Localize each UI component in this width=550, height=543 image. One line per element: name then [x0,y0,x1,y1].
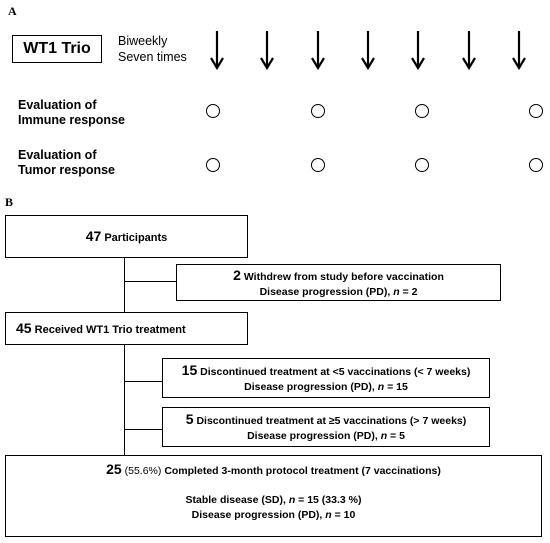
tumor-row-line-1: Evaluation of [18,148,97,162]
dose-arrow-icon [511,31,526,70]
immune-row-label: Evaluation of Immune response [18,98,125,128]
regimen-label: WT1 Trio [23,40,91,57]
discontinued-lt5-label: Discontinued treatment at <5 vaccination… [200,366,471,378]
regimen-box: WT1 Trio [12,35,102,63]
schedule-line-1: Biweekly [118,34,168,48]
tumor-row-label: Evaluation of Tumor response [18,148,115,178]
completed-sd-line: Stable disease (SD), n = 15 (33.3 %) [185,494,362,506]
completed-box: 25 (55.6%) Completed 3-month protocol tr… [5,455,542,537]
flow-connector [124,281,176,282]
completed-pd-line: Disease progression (PD), n = 10 [191,509,356,521]
tumor-eval-circle [311,158,325,172]
flow-connector [124,381,162,382]
tumor-eval-circle [529,158,543,172]
participants-box: 47 Participants [5,215,248,258]
received-box: 45 Received WT1 Trio treatment [5,312,248,345]
schedule-line-2: Seven times [118,50,187,64]
participants-label: Participants [104,232,168,244]
completed-percent: (55.6%) [124,465,162,477]
immune-eval-circle [311,104,325,118]
discontinued-ge5-box: 5 Discontinued treatment at ≥5 vaccinati… [162,407,490,447]
discontinued-lt5-box: 15 Discontinued treatment at <5 vaccinat… [162,358,490,398]
flow-connector [124,429,162,430]
discontinued-ge5-label: Discontinued treatment at ≥5 vaccination… [196,415,467,427]
dose-arrow-icon [461,31,476,70]
received-count: 45 [16,320,32,336]
panel-a-label: A [8,4,17,18]
flow-connector [124,345,125,455]
withdrew-detail: Disease progression (PD), n = 2 [259,286,418,298]
withdrew-box: 2 Withdrew from study before vaccination… [176,264,501,301]
immune-eval-circle [415,104,429,118]
participants-count: 47 [85,228,102,244]
schedule-text: Biweekly Seven times [118,33,187,65]
flow-connector [124,258,125,312]
dose-arrow-icon [310,31,325,70]
tumor-eval-circle [206,158,220,172]
tumor-row-line-2: Tumor response [18,163,116,177]
immune-row-line-2: Immune response [18,113,125,127]
discontinued-ge5-detail: Disease progression (PD), n = 5 [247,430,405,442]
discontinued-ge5-count: 5 [185,411,194,427]
immune-row-line-1: Evaluation of [18,98,97,112]
completed-label: Completed 3-month protocol treatment (7 … [164,465,441,477]
withdrew-label: Withdrew from study before vaccination [243,271,444,283]
completed-count: 25 [106,461,122,477]
tumor-eval-circle [415,158,429,172]
discontinued-lt5-count: 15 [181,362,198,378]
immune-eval-circle [529,104,543,118]
dose-arrow-icon [411,31,426,70]
dose-arrow-icon [360,31,375,70]
immune-eval-circle [206,104,220,118]
received-label: Received WT1 Trio treatment [34,324,186,336]
panel-b-label: B [5,195,14,209]
withdrew-count: 2 [233,267,241,283]
dose-arrow-icon [210,31,224,70]
discontinued-lt5-detail: Disease progression (PD), n = 15 [244,381,408,393]
dose-arrow-icon [260,31,275,70]
